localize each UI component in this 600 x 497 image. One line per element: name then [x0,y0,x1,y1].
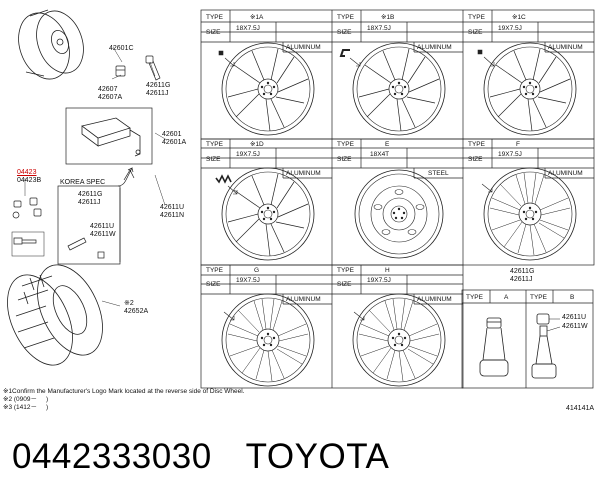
label-ornament: 42607A [98,94,123,101]
wheel-1b-size: 18X7.5J [367,25,391,32]
wheel-e-icon [354,169,444,259]
valve-table-type-label-a: TYPE [466,294,483,301]
tire-icon [7,264,103,366]
wheel-1d-type-header: TYPE [206,141,223,148]
label-valve-k1: 42611G [78,191,103,198]
wheel-1d-icon [221,167,315,261]
label-valve-callout-1: 42611G [510,268,535,275]
wheel-e-size: 18X4T [370,151,390,158]
label-lug-nut: 42607 [98,86,118,93]
wheel-e-size-header: SIZE [337,156,352,163]
wheel-h-size: 19X7.5J [367,277,391,284]
label-sensor-kit-a: 42601A [162,139,187,146]
wheel-1c-size-header: SIZE [468,29,483,36]
wheel-h-type: H [385,267,390,274]
label-lug-nut-j: 42611J [146,90,169,97]
label-valve-u: 42611U [160,204,185,211]
wheel-g-size-header: SIZE [206,281,221,288]
wheel-f-icon [483,167,577,261]
footer-part-number: 0442333030 [12,437,212,476]
wheel-1b-material: ALUMINUM [417,44,452,51]
label-sensor-b: 04423B [17,177,42,184]
wheel-1a-material: ALUMINUM [286,44,321,51]
wheel-1b-icon [352,42,446,136]
wheel-1c-material: ALUMINUM [548,44,583,51]
label-valve-k2: 42611J [78,199,101,206]
note-1: ※1Confirm the Manufacturer's Logo Mark l… [3,388,245,395]
wheel-1d-size-header: SIZE [206,156,221,163]
footer-brand: TOYOTA [245,437,390,476]
label-tire-note: ※2 [124,300,134,307]
wheel-h-type-header: TYPE [337,267,354,274]
wheel-1a-size: 18X7.5J [236,25,260,32]
note-2: ※2 (0909－ ) [3,396,49,403]
label-valve-n: 42611N [160,212,185,219]
tire-wheel-icon [18,9,84,80]
wheel-h-icon [352,293,446,387]
wheel-f-type-header: TYPE [468,141,485,148]
footnotes: ※1Confirm the Manufacturer's Logo Mark l… [3,388,245,412]
parts-diagram [7,9,595,389]
footer: 0442333030 TOYOTA [12,432,592,482]
wheel-1a-type-header: TYPE [206,14,223,21]
valve-table-part-1: 42611U [562,314,587,321]
wheel-1d-type: ※1D [250,141,264,148]
wheel-g-size: 19X7.5J [236,277,260,284]
wheel-1b-size-header: SIZE [337,29,352,36]
wheel-h-material: ALUMINUM [417,296,452,303]
wheel-f-material: ALUMINUM [548,170,583,177]
label-sensor-kit: 42601 [162,131,182,138]
wheel-1d-size: 19X7.5J [236,151,260,158]
label-lug-nut-g: 42611G [146,82,171,89]
wheel-f-size: 19X7.5J [498,151,522,158]
wheel-1d-material: ALUMINUM [286,170,321,177]
valve-table-type-b: B [570,294,575,301]
valve-table-part-2: 42611W [562,323,588,330]
label-valve-callout-2: 42611J [510,276,533,283]
note-3: ※3 (1412－ ) [3,404,49,411]
wheel-table-grid [200,9,595,389]
wheel-1a-size-header: SIZE [206,29,221,36]
valve-type-b-icon [531,313,561,379]
valve-table-type-label-b: TYPE [530,294,547,301]
wheel-e-type: E [385,141,390,148]
korea-spec-valve-icon [67,237,105,259]
wheel-e-type-header: TYPE [337,141,354,148]
label-valve-cap: 42601C [109,45,134,52]
wheel-1b-type: ※1B [381,14,395,21]
label-valve-k4: 42611W [90,231,116,238]
wheel-1c-type: ※1C [512,14,526,21]
wheel-1c-size: 19X7.5J [498,25,522,32]
wheel-f-size-header: SIZE [468,156,483,163]
tpms-sensor-icon [81,117,141,157]
wheel-e-material: STEEL [428,170,449,177]
label-korea-spec: KOREA SPEC [60,179,106,186]
wheel-1a-type: ※1A [250,14,264,21]
valve-table-type-a: A [504,294,509,301]
valve-table-grid [461,289,594,389]
wheel-f-type: F [516,141,520,148]
wheel-g-type-header: TYPE [206,267,223,274]
label-valve-k3: 42611U [90,223,115,230]
wheel-g-material: ALUMINUM [286,296,321,303]
diagram-code: 414141A [566,405,595,412]
wheel-1a-icon [221,42,315,136]
wheel-h-size-header: SIZE [337,281,352,288]
wheel-1b-type-header: TYPE [337,14,354,21]
valve-type-a-icon [479,317,509,377]
label-tire: 42652A [124,308,149,315]
valve-stem-icon [145,55,161,81]
valve-cap-icon [115,65,126,77]
wheel-1c-icon [483,42,577,136]
label-sensor-sub: 04423 [17,169,37,176]
wheel-1c-type-header: TYPE [468,14,485,21]
wheel-g-icon [221,293,315,387]
sensor-parts-icon [11,197,45,257]
wheel-g-type: G [254,267,260,274]
